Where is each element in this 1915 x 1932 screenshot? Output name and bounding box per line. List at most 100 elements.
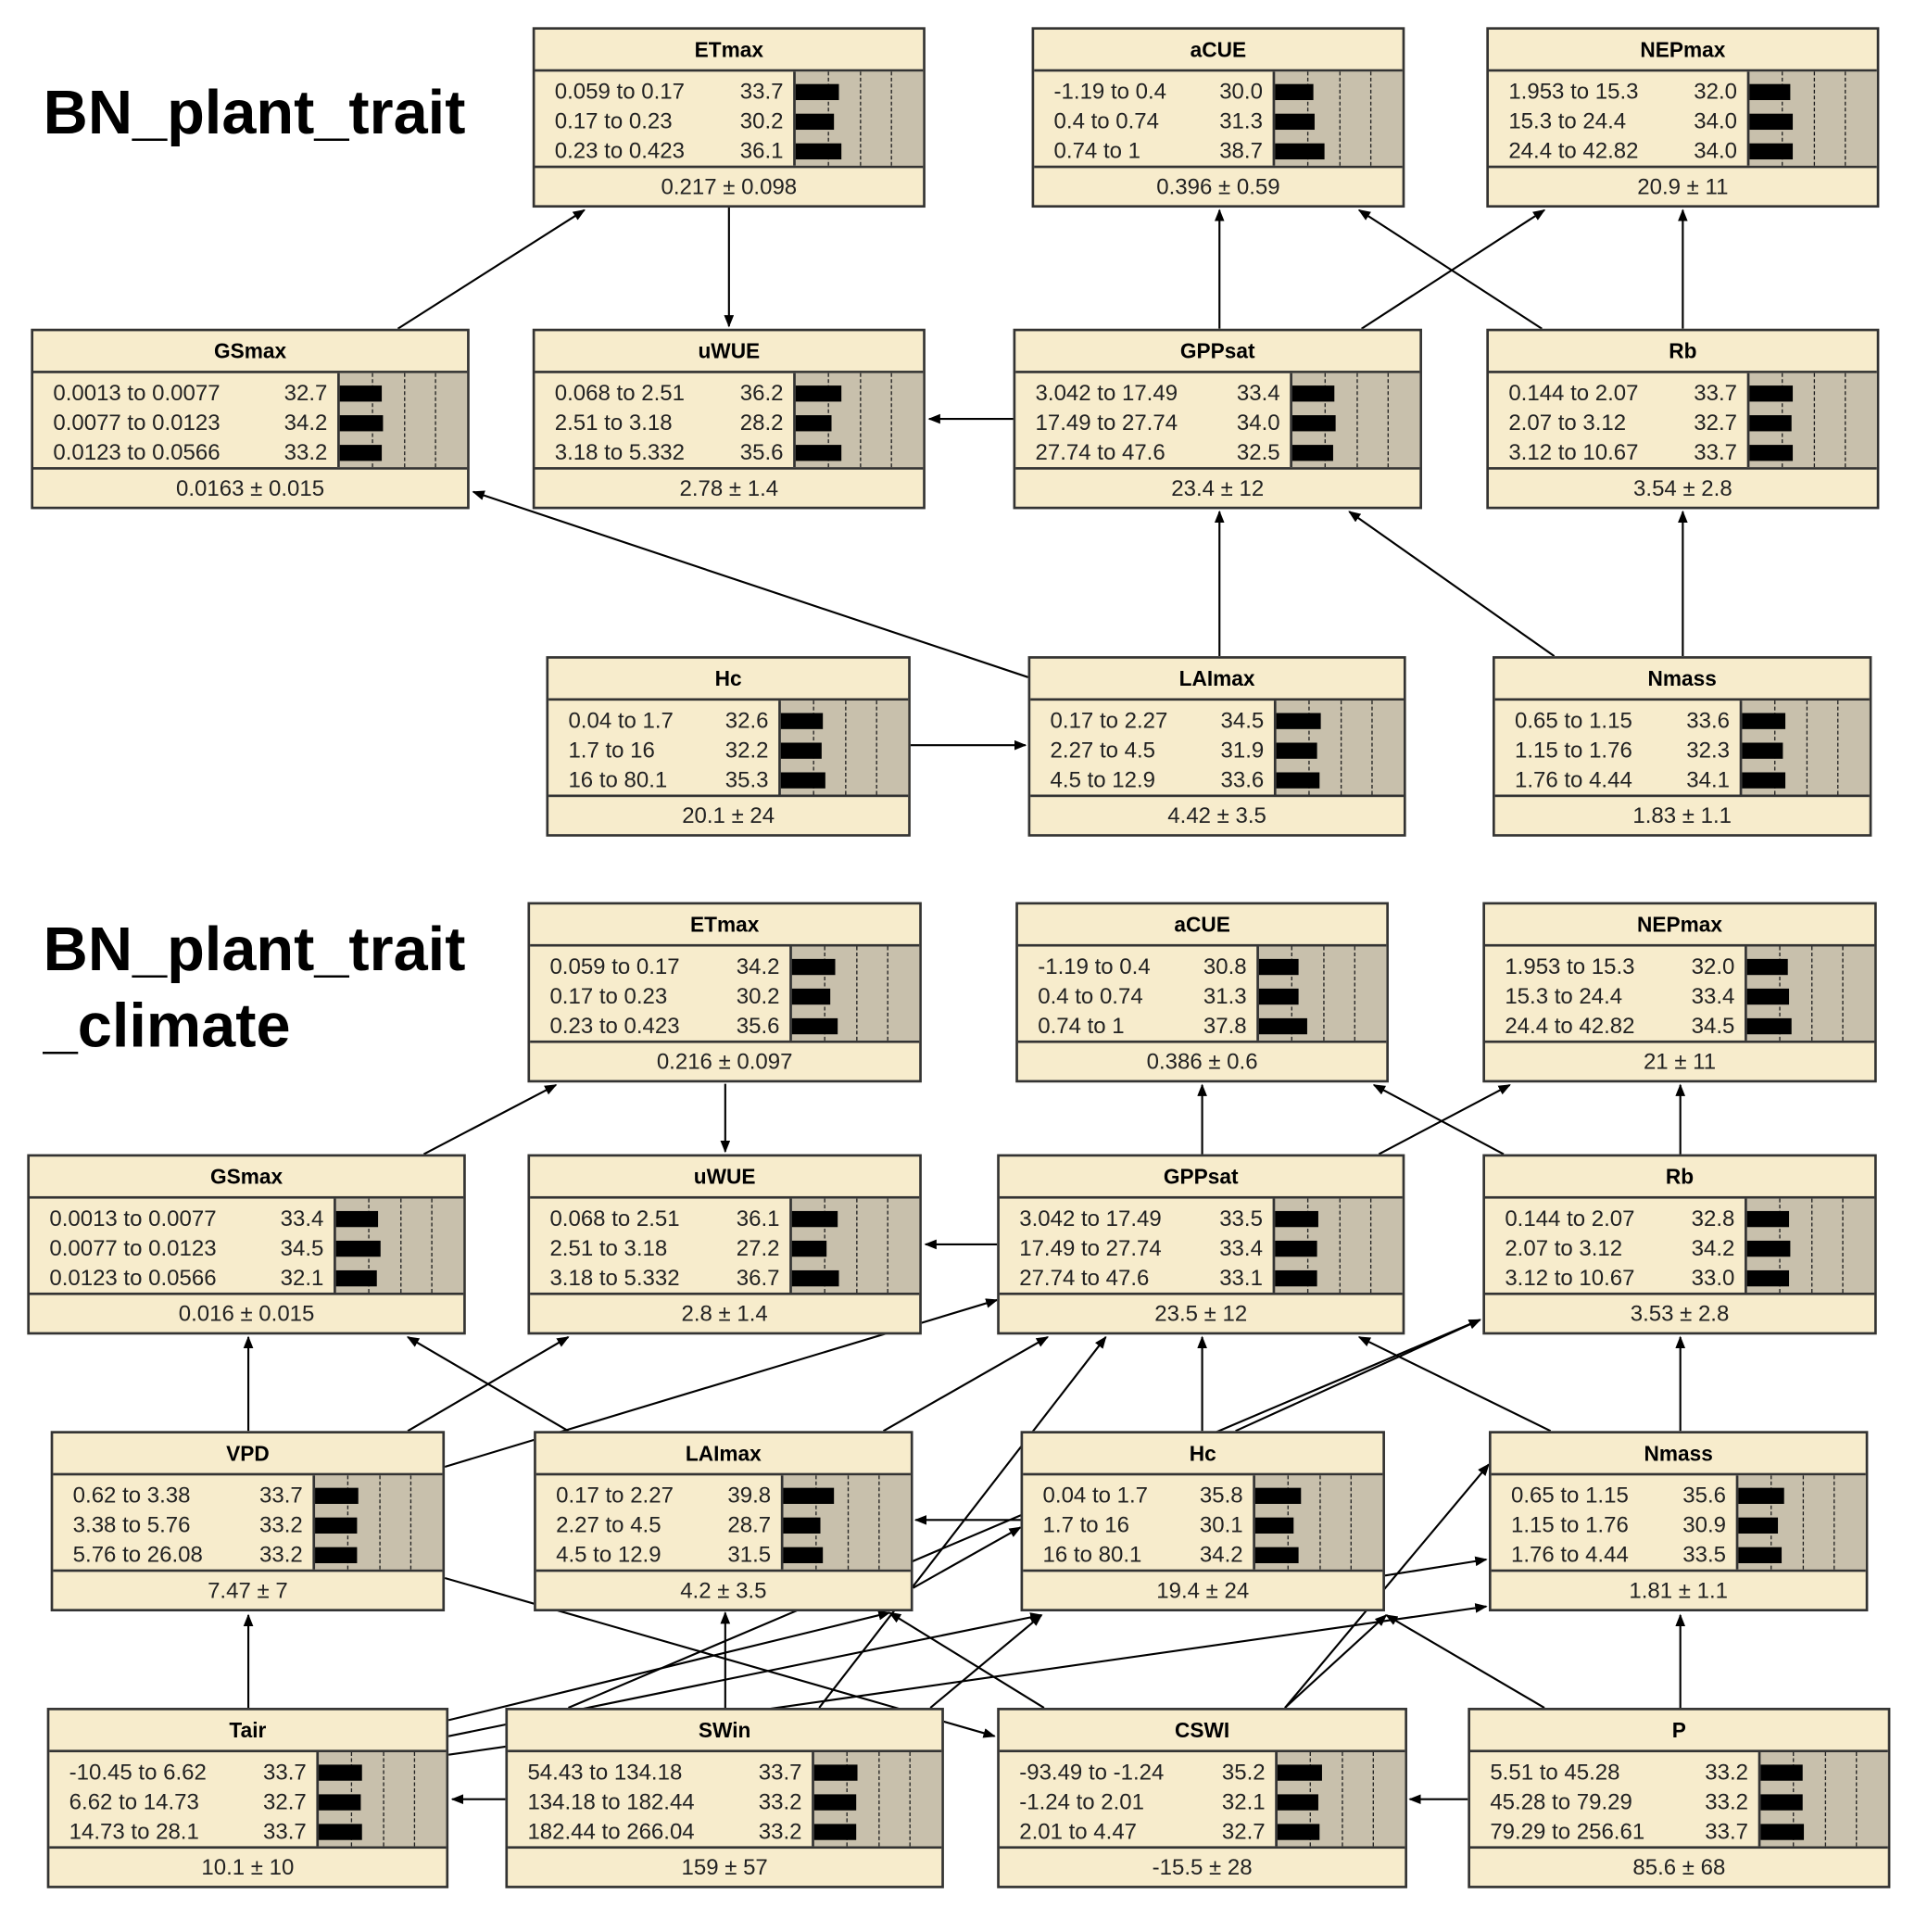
state-probability: 36.1 [739,138,784,164]
network-title-plant-trait-climate: BN_plant_trait _climate [44,911,466,1064]
node-title: Hc [1023,1433,1383,1476]
state-probability: 33.2 [258,1512,303,1537]
state-probability: 33.6 [1220,767,1265,792]
gridline [1350,1475,1353,1570]
belief-bar [813,1764,858,1781]
state-range: 0.74 to 1 [1053,138,1140,164]
belief-bar-panel [334,1198,464,1293]
state-range: 1.15 to 1.76 [1510,1512,1629,1537]
state-range: 79.29 to 256.61 [1490,1819,1645,1844]
edge-Hc-to-Nmass [1384,1556,1488,1577]
gridline [1355,373,1357,468]
state-range: 0.059 to 0.17 [554,79,685,105]
state-probability: 35.3 [724,767,769,792]
state-probability: 33.4 [280,1206,324,1231]
state-probability: 31.5 [727,1542,772,1568]
state-range: 0.0077 to 0.0123 [49,1235,217,1261]
state-range: 27.74 to 47.6 [1035,439,1165,465]
state-probability: 35.6 [739,439,784,465]
state-row: 0.0077 to 0.0123 34.5 [49,1233,334,1263]
state-probability: 32.3 [1686,738,1731,763]
network-title-plant-trait: BN_plant_trait [43,78,466,147]
title-line-1: BN_plant_trait [43,914,466,984]
gridline [1806,701,1808,795]
gridline [1856,1752,1858,1847]
belief-bar [1746,1210,1789,1228]
gridline [855,946,857,1041]
belief-bar [1760,1824,1804,1840]
gridline [1837,701,1839,795]
state-range: 5.76 to 26.08 [72,1542,203,1568]
state-probability: 37.8 [1203,1013,1247,1039]
state-probability: 34.0 [1694,138,1738,164]
state-probability: 34.5 [280,1235,324,1261]
node-mean-sd: 1.83 ± 1.1 [1632,802,1732,828]
belief-bar [1760,1794,1803,1811]
belief-bar-panel [1739,701,1870,795]
belief-bar-panel [793,373,924,468]
belief-bar [339,415,384,432]
belief-bar [783,1517,820,1534]
gridline [909,1752,912,1847]
state-probability: 33.7 [262,1819,307,1844]
state-range: 0.04 to 1.7 [1042,1483,1149,1508]
edge-LAImax-to-Hc [913,1526,1022,1589]
state-probability: 34.5 [1691,1013,1735,1039]
node-title: Rb [1488,331,1877,373]
edge-LAImax-to-GPPsat [882,1336,1050,1433]
node-mean-sd: 2.8 ± 1.4 [681,1301,768,1326]
belief-bar [319,1764,362,1781]
state-probability: 33.7 [758,1760,802,1785]
belief-bar [1275,83,1314,101]
belief-bar [1742,772,1786,789]
state-probability: 36.2 [739,380,784,406]
state-range: 3.12 to 10.67 [1505,1265,1635,1291]
node-title: CSWI [999,1711,1405,1753]
belief-bar-panel [793,71,924,166]
edge-Nmass-to-GPPsat [1348,511,1556,658]
